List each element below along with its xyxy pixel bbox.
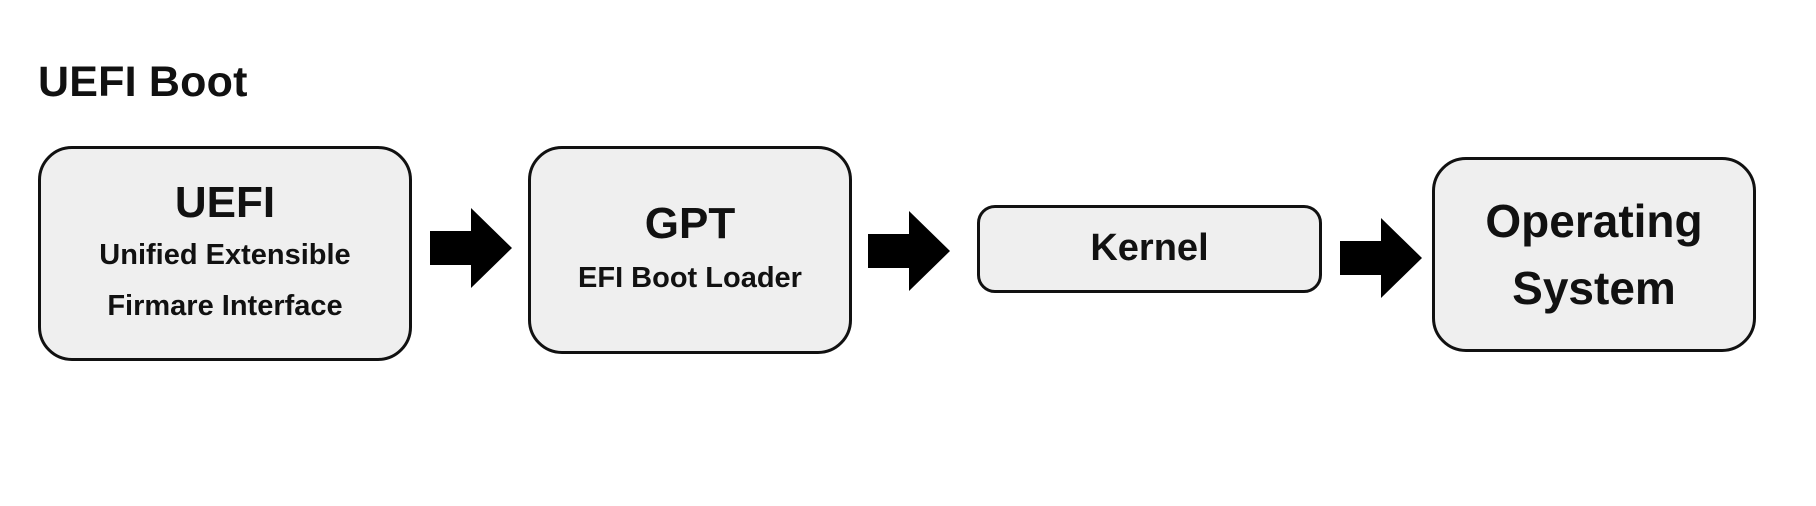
kernel-node-title: Kernel — [1090, 227, 1209, 270]
gpt-node: GPT EFI Boot Loader — [528, 146, 852, 354]
gpt-node-subtitle: EFI Boot Loader — [578, 262, 802, 295]
kernel-node: Kernel — [977, 205, 1322, 293]
uefi-node-subtitle-line2: Firmare Interface — [107, 289, 343, 322]
operating-system-node: Operating System — [1432, 157, 1756, 352]
gpt-node-title: GPT — [644, 198, 736, 248]
operating-system-node-title-line2: System — [1512, 261, 1676, 314]
arrow-right-icon — [430, 208, 512, 288]
operating-system-node-title-line1: Operating — [1485, 194, 1703, 247]
uefi-node: UEFI Unified Extensible Firmare Interfac… — [38, 146, 412, 361]
arrow-right-icon — [868, 211, 950, 291]
diagram-title: UEFI Boot — [38, 58, 248, 106]
arrow-right-icon — [1340, 218, 1422, 298]
uefi-node-title: UEFI — [174, 177, 276, 227]
uefi-node-subtitle-line1: Unified Extensible — [99, 239, 351, 272]
